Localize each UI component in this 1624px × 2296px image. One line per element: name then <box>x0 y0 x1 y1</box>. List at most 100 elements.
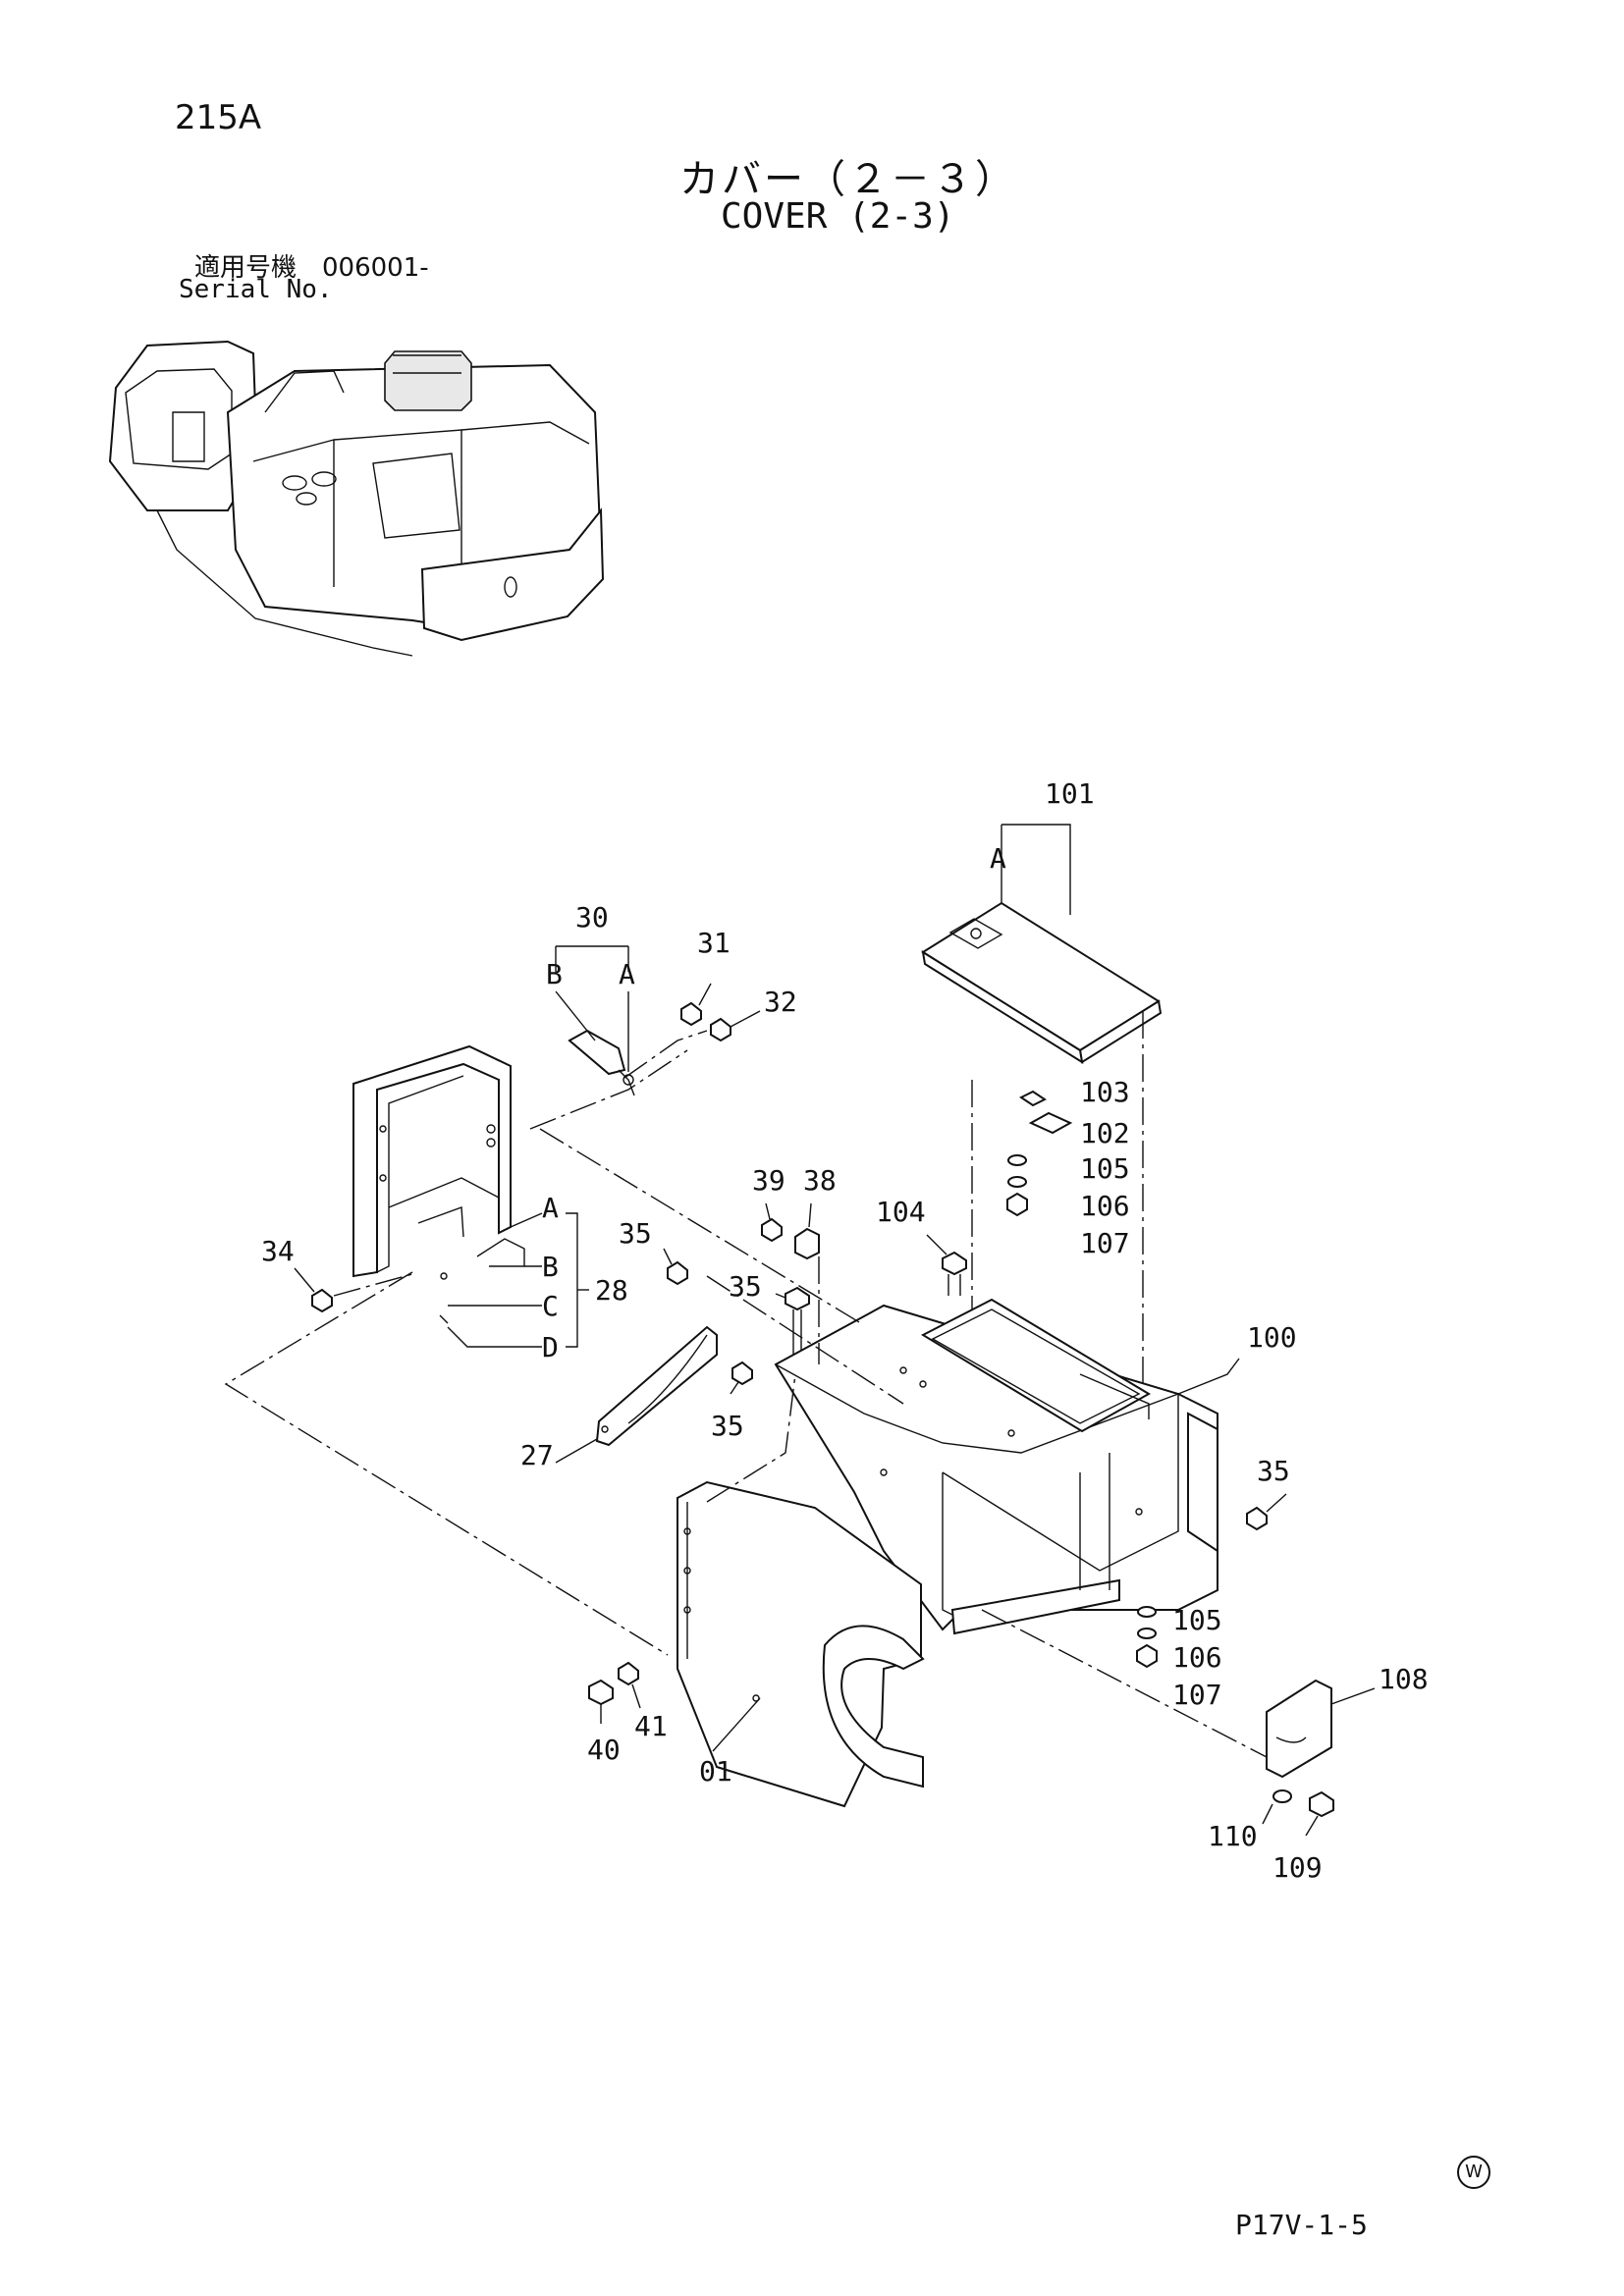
part-101-lid <box>921 901 1163 1065</box>
bolt-104-shank <box>947 1274 961 1296</box>
callout-35-upper: 35 <box>619 1217 652 1250</box>
part-106-washer <box>1007 1176 1027 1188</box>
box-hole-1 <box>880 1468 888 1476</box>
page-code: 215A <box>175 98 262 137</box>
frame-hole-1 <box>486 1124 496 1134</box>
leader-32 <box>730 1010 761 1028</box>
leader-41 <box>631 1683 641 1709</box>
leader-104 <box>926 1234 947 1255</box>
seat-block <box>372 453 460 539</box>
leader-35a <box>663 1248 673 1265</box>
box-side-flange <box>1187 1412 1218 1553</box>
bolt-39-head <box>761 1217 783 1243</box>
box-hole-2 <box>899 1366 907 1374</box>
bolt-35-a <box>663 1248 688 1286</box>
box-opening <box>920 1298 1151 1433</box>
washer-110 <box>1262 1789 1292 1825</box>
bolt-34-head <box>311 1288 333 1313</box>
box-hinge <box>1079 1373 1150 1419</box>
box-hole-5 <box>1135 1508 1143 1516</box>
cab-door <box>172 411 205 462</box>
callout-28-a: A <box>542 1192 559 1224</box>
box-hole-4 <box>1007 1429 1015 1437</box>
leader-34 <box>294 1267 315 1293</box>
callout-35-lower: 35 <box>711 1410 744 1442</box>
axis-line-box-to-108 <box>981 1609 1268 1758</box>
callout-106-lower: 106 <box>1172 1641 1222 1674</box>
part-108-plate <box>1266 1679 1376 1779</box>
cap-1 <box>282 475 307 491</box>
callout-104: 104 <box>876 1196 926 1228</box>
frame-bottom <box>388 1177 500 1208</box>
bolt-35d-head <box>1246 1506 1268 1531</box>
frame-hole-3 <box>379 1125 387 1133</box>
part-30-latch <box>568 1029 635 1096</box>
axis-line-frame-to-latch <box>529 1049 688 1130</box>
part-107-nut <box>1006 1192 1028 1217</box>
bolt-35b-head <box>785 1286 810 1311</box>
leader-38 <box>808 1202 812 1228</box>
pin-d <box>439 1314 449 1324</box>
callout-106-upper: 106 <box>1080 1190 1130 1222</box>
callout-35-right: 35 <box>1257 1455 1290 1487</box>
bolt-109-head <box>1309 1790 1334 1818</box>
callout-107-lower: 107 <box>1172 1679 1222 1711</box>
callout-35-middle: 35 <box>729 1270 762 1303</box>
nut-41 <box>618 1661 641 1709</box>
counterweight-hole <box>504 576 517 598</box>
panel-hole-4 <box>752 1694 760 1702</box>
serial-label-english: Serial No. <box>179 275 333 304</box>
callout-109: 109 <box>1272 1851 1323 1884</box>
bolt-39 <box>761 1202 783 1243</box>
frame-inner <box>376 1075 464 1274</box>
callout-30: 30 <box>575 901 609 934</box>
callout-30-b: B <box>546 958 563 990</box>
bolt-40 <box>588 1679 614 1724</box>
bolt-40-head <box>588 1679 614 1706</box>
excavator-overview-illustration <box>108 340 605 657</box>
bolt-31-head <box>680 1001 702 1027</box>
bolt-35a-head <box>667 1260 688 1286</box>
box-inner-edge <box>942 1394 1179 1572</box>
bolt-104-head <box>942 1251 967 1276</box>
callout-100: 100 <box>1247 1321 1297 1354</box>
leader-108 <box>1330 1687 1376 1705</box>
leader-109 <box>1305 1815 1319 1837</box>
block-38 <box>794 1202 820 1260</box>
serial-label-japanese: 適用号機 006001- <box>194 253 429 283</box>
part-103-shape <box>1019 1090 1047 1107</box>
frame-outer <box>352 1044 512 1278</box>
axis-line-30 <box>623 1030 708 1079</box>
bolt-109 <box>1305 1790 1334 1837</box>
bolt-35c-head <box>731 1361 753 1386</box>
title-english: COVER (2-3) <box>721 196 955 237</box>
callout-110: 110 <box>1208 1820 1258 1852</box>
leader-31 <box>698 983 712 1006</box>
leader-28-brace <box>566 1212 578 1348</box>
plate-27-hole <box>601 1425 609 1433</box>
bolt-31 <box>680 983 712 1027</box>
latch-body <box>568 1029 626 1076</box>
bolt-34 <box>294 1267 413 1313</box>
callout-28-b: B <box>542 1251 559 1283</box>
leader-28d <box>447 1326 542 1348</box>
washer-110-body <box>1272 1789 1292 1803</box>
lid-latch-plate <box>948 918 1003 949</box>
lid-latch-hole <box>970 928 982 939</box>
panel-hole-2 <box>683 1567 691 1575</box>
callout-107-upper: 107 <box>1080 1227 1130 1259</box>
lid-front <box>921 949 1084 1065</box>
body-line-3 <box>460 421 590 445</box>
track-line <box>156 509 413 657</box>
w-mark: W <box>1457 2156 1490 2189</box>
callout-34: 34 <box>261 1235 295 1267</box>
callout-30-a: A <box>619 958 635 990</box>
callout-103: 103 <box>1080 1076 1130 1108</box>
bolt-35b-shank <box>792 1309 802 1355</box>
nut-41-body <box>618 1661 639 1686</box>
panel-hole-3 <box>683 1606 691 1614</box>
box-base-rail <box>950 1578 1120 1635</box>
plate-27-body <box>595 1325 718 1447</box>
frame-hole-4 <box>379 1174 387 1182</box>
